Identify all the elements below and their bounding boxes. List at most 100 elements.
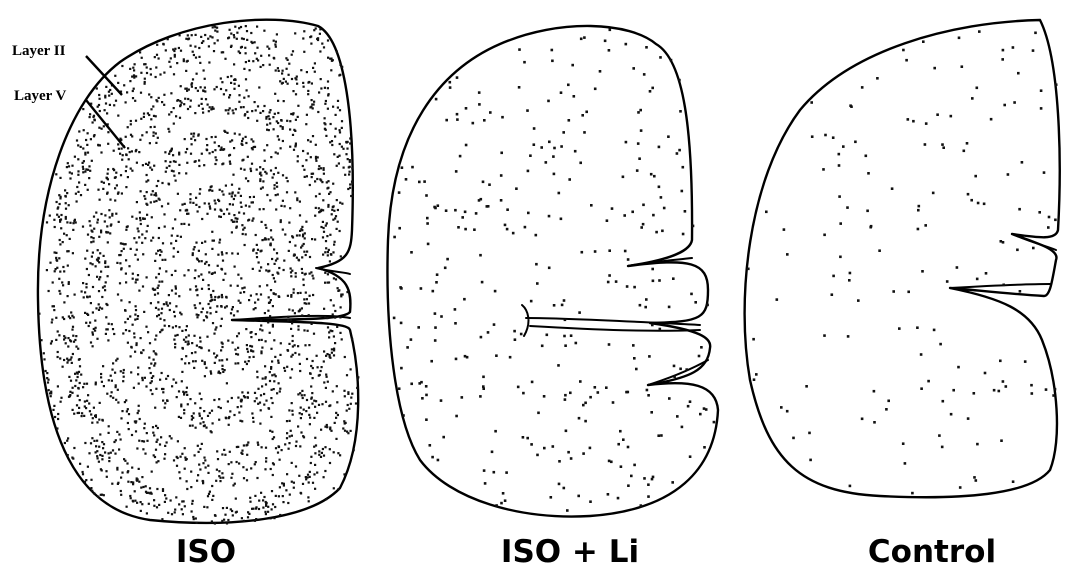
stained-cell [269,380,271,382]
stained-cell [324,87,326,89]
stained-cell [95,416,97,418]
stained-cell [1047,226,1050,229]
stained-cell [201,417,203,419]
stained-cell [238,27,240,29]
stained-cell [291,462,293,464]
stained-cell [169,435,171,437]
stained-cell [978,30,981,33]
stained-cell [201,443,203,445]
stained-cell [640,504,643,507]
stained-cell [295,445,297,447]
stained-cell [190,486,192,488]
stained-cell [198,56,200,58]
stained-cell [97,249,99,251]
stained-cell [273,57,275,59]
stained-cell [548,215,551,218]
stained-cell [440,399,443,402]
stained-cell [339,332,341,334]
stained-cell [184,468,186,470]
stained-cell [280,205,282,207]
stained-cell [287,316,289,318]
stained-cell [336,401,338,403]
stained-cell [161,101,163,103]
stained-cell [152,190,154,192]
stained-cell [975,479,978,482]
stained-cell [138,481,140,483]
stained-cell [522,392,525,395]
stained-cell [215,159,217,161]
stained-cell [286,420,288,422]
stained-cell [647,394,650,397]
layer-ii-pointer [86,56,122,95]
stained-cell [191,503,193,505]
stained-cell [223,93,225,95]
stained-cell [208,203,210,205]
stained-cell [689,400,692,403]
stained-cell [257,388,259,390]
stained-cell [142,253,144,255]
stained-cell [423,180,426,183]
iso-li-fissure-3 [648,360,708,385]
stained-cell [134,100,136,102]
stained-cell [293,149,295,151]
stained-cell [134,420,136,422]
stained-cell [72,229,74,231]
stained-cell [188,89,190,91]
stained-cell [303,436,305,438]
stained-cell [246,479,248,481]
stained-cell [310,462,312,464]
stained-cell [141,134,143,136]
stained-cell [238,188,240,190]
stained-cell [907,118,910,121]
stained-cell [116,262,118,264]
stained-cell [93,228,95,230]
stained-cell [337,414,339,416]
stained-cell [652,476,655,479]
stained-cell [916,326,919,329]
stained-cell [231,231,233,233]
stained-cell [124,321,126,323]
stained-cell [139,219,141,221]
stained-cell [238,212,240,214]
stained-cell [266,46,268,48]
stained-cell [232,112,234,114]
stained-cell [210,312,212,314]
stained-cell [122,332,124,334]
stained-cell [310,141,312,143]
stained-cell [49,262,51,264]
stained-cell [224,306,226,308]
stained-cell [268,48,270,50]
stained-cell [82,166,84,168]
stained-cell [59,271,61,273]
stained-cell [101,419,103,421]
stained-cell [246,444,248,446]
stained-cell [262,180,264,182]
stained-cell [218,145,220,147]
stained-cell [985,272,988,275]
stained-cell [308,500,310,502]
stained-cell [140,501,142,503]
stained-cell [611,207,614,210]
stained-cell [190,133,192,135]
stained-cell [207,104,209,106]
stained-cell [148,503,150,505]
stained-cell [349,142,351,144]
stained-cell [56,259,58,261]
stained-cell [297,155,299,157]
stained-cell [224,58,226,60]
stained-cell [230,312,232,314]
stained-cell [189,425,191,427]
stained-cell [256,58,258,60]
stained-cell [300,69,302,71]
stained-cell [101,455,103,457]
stained-cell [117,293,119,295]
stained-cell [78,407,80,409]
stained-cell [77,376,79,378]
stained-cell [134,254,136,256]
stained-cell [241,140,243,142]
stained-cell [324,128,326,130]
stained-cell [72,335,74,337]
stained-cell [210,296,212,298]
stained-cell [73,220,75,222]
stained-cell [95,212,97,214]
